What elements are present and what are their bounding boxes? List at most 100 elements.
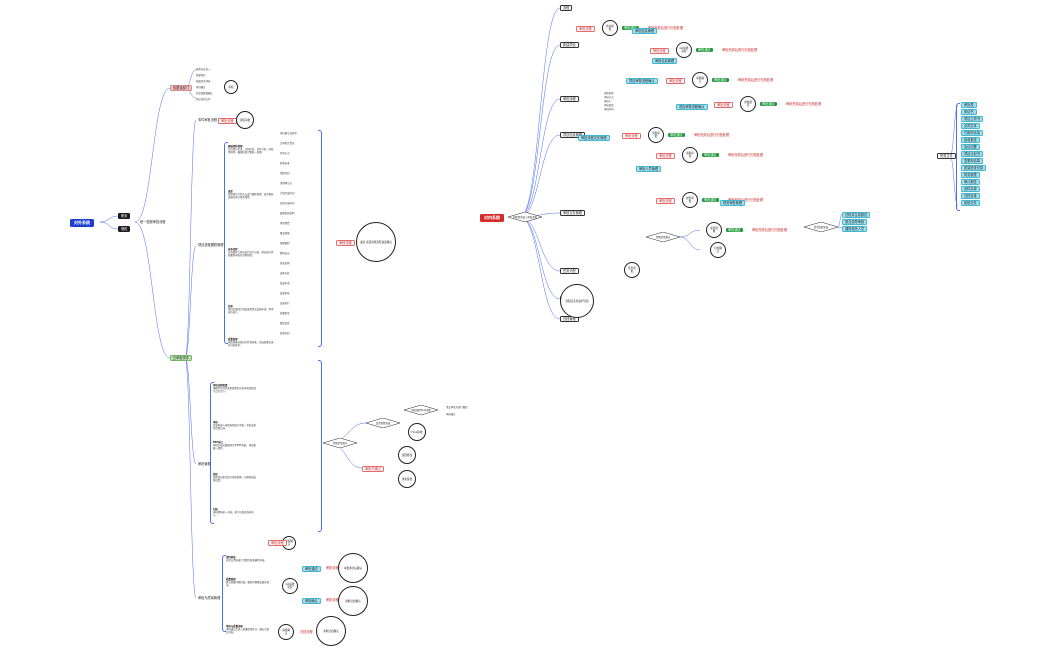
int-green-tag: 审批通过 (702, 153, 719, 157)
int-green-tag: 审批通过 (622, 26, 639, 30)
note-c-heading: 审批流程配置 (213, 384, 228, 387)
leaf-b: 整改措施 (280, 232, 290, 235)
legend-item: 财务报表 (961, 172, 980, 178)
sec-d-brace (222, 555, 226, 632)
diamond-c3: 审批流程Final流程 (404, 405, 438, 415)
connector (184, 119, 197, 359)
note-b-heading: 基础资料管理 (228, 145, 243, 148)
note-d-text: 对提交资料进行完整性和准确性审核。 (226, 559, 267, 562)
legend-item: 会议纪要 (961, 144, 980, 150)
sec-a-tag: 审批流程 (218, 118, 237, 124)
int-green-tag: 审批通过 (702, 198, 719, 202)
legend-item: 申请书 (961, 109, 977, 115)
diamond-c1: 判断是否通过 (323, 438, 357, 448)
int-row-label: 审批意见 (604, 104, 614, 107)
legend-item: 资料清单 (961, 186, 980, 192)
sec-c-brace (210, 382, 214, 524)
int-root-diamond: 判断是否进入审批流程 (508, 212, 542, 222)
note-c-text: 审批资料统一归档，便于后续查询和审计。 (213, 511, 254, 517)
basic-leaf: 协议归档文件 (196, 98, 211, 101)
circle-d4: 审核确认 (278, 624, 294, 640)
connector (679, 236, 701, 251)
note-b-heading: 变更 (228, 305, 233, 308)
connector (837, 213, 843, 228)
note-c: ERP接口审批完成后数据同步至ERP系统，保证数据一致性。 (213, 441, 257, 450)
leaf-b: 合同签订情况 (280, 142, 295, 145)
int-bottom-circle: 流程结束并进行归档 (560, 284, 594, 318)
tag-c2: 审批不通过 (362, 466, 384, 472)
note-b-text: 项目范围或计划变更需提交变更申请，经审批后执行。 (228, 308, 274, 314)
legend-title: 所需文件 (937, 153, 956, 159)
leaf-b: 验收标准 (280, 162, 290, 165)
ext-auth-node: 授权 (118, 226, 131, 232)
legend-item: 项目立项书 (961, 116, 983, 122)
note-c-heading: 归档 (213, 508, 218, 511)
leaf-b: 延期原因说明 (280, 212, 295, 215)
int-circle: 财务审批 (682, 192, 698, 208)
basic-leaf: 项目确认 (196, 86, 206, 89)
legend-item: 付款申请单 (961, 130, 983, 136)
int-branch: 流程 (560, 5, 573, 11)
int-red-tag: 审批流程 (656, 198, 675, 204)
connector (837, 226, 843, 229)
leaf-b: 实际完成时间 (280, 202, 295, 205)
sec-a-circle: 流程审批 (236, 111, 254, 129)
leaf-b: 成本分析 (280, 272, 290, 275)
int-row-label: 流程名称 (604, 92, 614, 95)
basic-leaf: 基本信息录入 (196, 68, 211, 71)
int-cyan-tag: 审批人员管理 (636, 166, 662, 172)
note-c-text: 根据不同业务类型配置对应的审批流程及节点负责人。 (213, 387, 257, 393)
int-red-note: 审批完成后进行归档处理 (728, 198, 764, 202)
note-b: 成本控制对预算执行情况进行统计分析，超支部分需要重新审批并说明原因。 (228, 248, 274, 257)
int-cyan-tag: 项目审核流程确认 (626, 78, 658, 84)
connector (519, 216, 561, 300)
connector (519, 7, 561, 218)
tag-d0: 审批流程 (268, 540, 287, 546)
int-red-tag: 审批流程 (622, 133, 641, 139)
note-c-heading: 授权 (213, 473, 218, 476)
internal-root: 对内系统 (480, 214, 504, 222)
int-red-note: 审批完成后进行归档处理 (722, 48, 758, 52)
connector (184, 245, 197, 359)
note-c: 审批流程配置根据不同业务类型配置对应的审批流程及节点负责人。 (213, 384, 257, 393)
basic-leaf: 信息化数据确认 (196, 92, 213, 95)
note-b: 质量管理按照质量标准进行检查验收，形成质量记录并归档保存。 (228, 338, 274, 347)
int-diamond-b: 判断是否通过 (646, 232, 680, 242)
int-cyan-tag: 审批信息管理 (632, 28, 658, 34)
leaf-b: 验收归档 (280, 332, 290, 335)
sec-b-title: 项目进度跟踪管理 (198, 243, 224, 247)
note-b-heading: 质量管理 (228, 338, 238, 341)
int-circle: 审批确认 (692, 72, 708, 88)
circle-c3: 重新提交 (398, 470, 416, 488)
leaf-b: 预算编制 (280, 242, 290, 245)
int-cyan-tag: 项目审核流程确认 (676, 104, 708, 110)
int-red-note: 审批完成后进行归档处理 (648, 26, 684, 30)
int-green-tag: 审批通过 (668, 133, 685, 137)
leaf-b: 变更审批 (280, 292, 290, 295)
int-green-tag: 审批通过 (760, 102, 777, 106)
connector (679, 229, 701, 238)
circle-d2: 审批通过后确认 (338, 553, 368, 583)
c-right-leaf-2: 审批通过 (446, 413, 456, 416)
legend-item: 审批表 (961, 102, 977, 108)
int-red-tag: 审批流程 (650, 48, 669, 54)
note-c: 归档审批资料统一归档，便于后续查询和审计。 (213, 508, 257, 517)
int-branch: 任务分配 (560, 268, 579, 274)
int-right-leaf-1: 归档并生成报告 (842, 212, 871, 218)
int-branch: 审批流程 (560, 96, 579, 102)
note-d-text: 建立质量问题台账，跟踪问题整改落实情况。 (226, 581, 270, 587)
int-red-note: 审批完成后进行归档处理 (694, 133, 730, 137)
leaf-b: 计划完成时间 (280, 192, 295, 195)
note-d-heading: 资料审核 (226, 556, 236, 559)
note-b-text: 按照项目计划节点进行跟踪管理，及时更新进展并进行风险预警。 (228, 193, 274, 199)
leaf-b: 付款节点 (280, 152, 290, 155)
int-right-leaf-3: 通知相关人员 (842, 226, 868, 232)
connector (519, 98, 561, 218)
note-c-heading: ERP接口 (213, 441, 224, 444)
note-d: 审批与质量流程审批通过后进入质量检查环节，确认合格后归档。 (226, 625, 270, 634)
branch-basic: 依据该部门 (170, 85, 192, 91)
note-b: 变更项目范围或计划变更需提交变更申请，经审批后执行。 (228, 305, 274, 314)
int-cyan-tag: 审批流程文件管理 (578, 135, 610, 141)
int-green-tag: 审批通过 (726, 228, 743, 232)
